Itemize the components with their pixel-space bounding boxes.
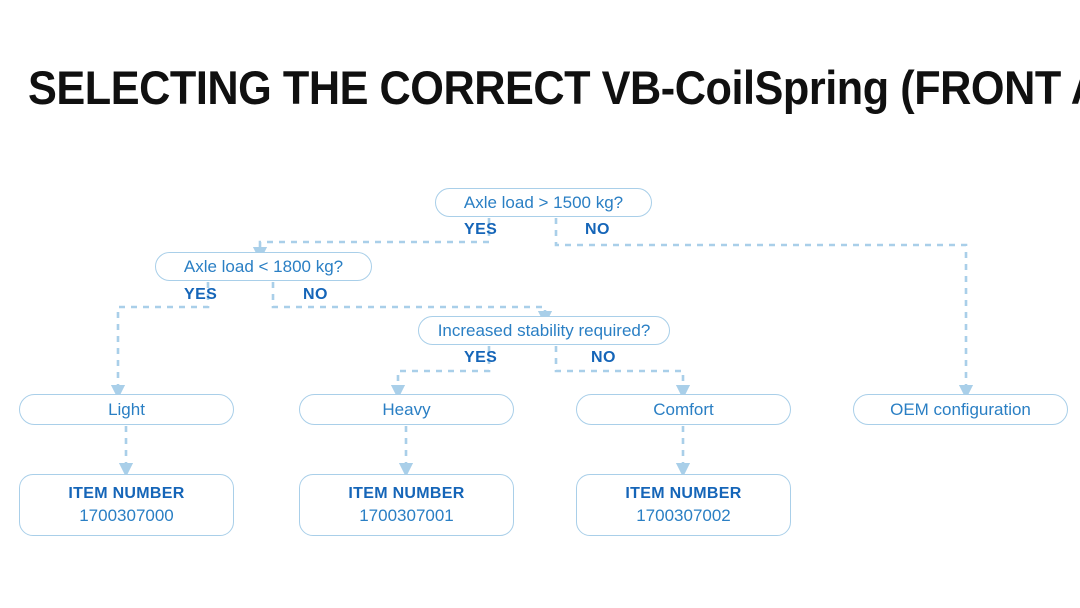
decision-node-axle-load-1500[interactable]: Axle load > 1500 kg? — [435, 188, 652, 217]
edge-d1-no — [554, 218, 974, 400]
page-title: SELECTING THE CORRECT VB-CoilSpring (FRO… — [28, 61, 1080, 114]
branch-label-d1-yes: YES — [464, 221, 498, 238]
decision-node-axle-load-1800[interactable]: Axle load < 1800 kg? — [155, 252, 372, 281]
edge-d1-yes — [252, 218, 491, 262]
item-number-value: 1700307002 — [636, 505, 731, 525]
item-number-label: ITEM NUMBER — [68, 484, 185, 502]
item-number-box-heavy[interactable]: ITEM NUMBER 1700307001 — [299, 474, 514, 536]
edge-d3-yes — [390, 346, 491, 400]
result-node-heavy[interactable]: Heavy — [299, 394, 514, 425]
branch-label-d1-no: NO — [585, 221, 610, 238]
result-node-light[interactable]: Light — [19, 394, 234, 425]
result-node-comfort[interactable]: Comfort — [576, 394, 791, 425]
edge-d3-no — [554, 346, 691, 400]
edge-d2-yes — [110, 282, 210, 400]
result-label: Light — [108, 399, 145, 419]
branch-label-d2-no: NO — [303, 286, 328, 303]
branch-label-d3-yes: YES — [464, 349, 498, 366]
item-number-label: ITEM NUMBER — [348, 484, 465, 502]
decision-node-increased-stability[interactable]: Increased stability required? — [418, 316, 670, 345]
edge-d2-no — [271, 282, 553, 326]
decision-label: Axle load > 1500 kg? — [463, 192, 624, 212]
decision-label: Axle load < 1800 kg? — [183, 256, 344, 276]
branch-label-d3-no: NO — [591, 349, 616, 366]
item-number-label: ITEM NUMBER — [625, 484, 742, 502]
result-node-oem-configuration[interactable]: OEM configuration — [853, 394, 1068, 425]
branch-label-d2-yes: YES — [184, 286, 218, 303]
decision-label: Increased stability required? — [437, 320, 651, 340]
item-number-box-light[interactable]: ITEM NUMBER 1700307000 — [19, 474, 234, 536]
result-label: Heavy — [382, 399, 431, 419]
item-number-value: 1700307000 — [79, 505, 174, 525]
item-number-box-comfort[interactable]: ITEM NUMBER 1700307002 — [576, 474, 791, 536]
item-number-value: 1700307001 — [359, 505, 454, 525]
result-label: OEM configuration — [890, 399, 1031, 419]
result-label: Comfort — [653, 399, 714, 419]
